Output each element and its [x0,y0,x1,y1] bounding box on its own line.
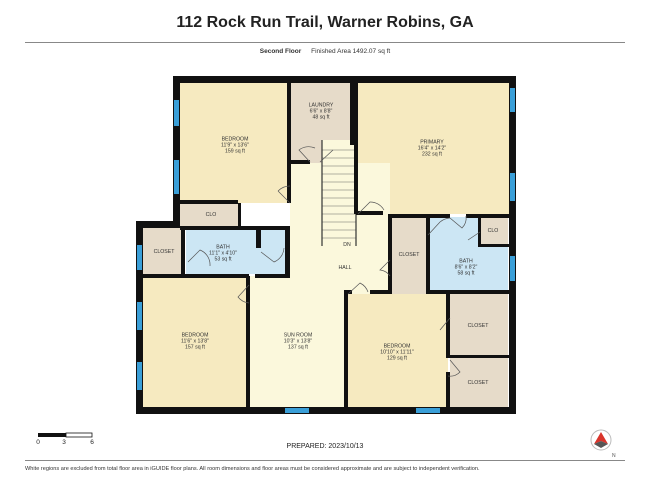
hall-lower-fill [346,276,390,294]
floor-name: Second Floor [259,48,302,55]
closet-left-fill [143,228,181,276]
windows [137,88,515,413]
closet-right-1-label: CLOSET [467,322,489,329]
room-sunroom: SUN ROOM 10'3" x 13'8" 137 sq ft [283,332,313,352]
room-bath-right: BATH 8'6" x 8'2" 58 sq ft [454,258,478,278]
room-laundry: LAUNDRY 6'6" x 8'8" 48 sq ft [308,102,334,122]
footer-divider [25,460,625,461]
scale-tick-6: 6 [90,439,94,446]
stairs-down-label: DN [343,241,351,248]
door-swings [187,146,481,377]
room-hall: HALL [338,264,352,271]
room-primary: PRIMARY 16'4" x 14'2" 232 sq ft [417,139,447,159]
scale-bar [38,432,93,438]
closet-mid-label: CLOSET [398,251,420,258]
floor-heading: Second Floor Finished Area 1492.07 sq ft [0,48,650,55]
room-bedroom-top-left: BEDROOM 11'9" x 13'6" 159 sq ft [220,136,250,156]
closet-right-1-fill [450,294,508,356]
page-title: 112 Rock Run Trail, Warner Robins, GA [176,14,474,31]
closet-mid-fill [390,217,427,294]
finished-area: Finished Area 1492.07 sq ft [311,48,391,55]
bath-left-fill [186,230,290,274]
clo-right-label: CLO [487,227,499,234]
room-bath-left: BATH 11'1" x 4'10" 53 sq ft [208,244,238,264]
svg-text:N: N [612,453,616,459]
bedroom-left-fill [143,276,249,407]
scale-tick-0: 0 [36,439,40,446]
sunroom-fill [249,276,346,407]
bedroom-top-left-fill [180,83,290,203]
closet-right-2-label: CLOSET [467,379,489,386]
closet-left-label: CLOSET [153,248,175,255]
footer-note: White regions are excluded from total fl… [25,466,480,472]
prepared-date: PREPARED: 2023/10/13 [286,443,364,450]
scale-tick-3: 3 [62,439,66,446]
room-bedroom-right: BEDROOM 10'10" x 11'11" 129 sq ft [380,343,414,363]
title-divider [25,42,625,43]
bedroom-right-fill [346,294,448,407]
clo-top-left-label: CLO [205,211,217,218]
interior-walls [143,83,509,407]
clo-top-left-fill [180,203,240,228]
stair-treads [322,149,356,239]
compass-icon: N [590,429,616,459]
clo-right-fill [480,217,508,246]
closet-right-2-fill [450,358,508,407]
room-bedroom-left: BEDROOM 11'6" x 13'8" 157 sq ft [180,332,210,352]
stairs [322,140,356,246]
